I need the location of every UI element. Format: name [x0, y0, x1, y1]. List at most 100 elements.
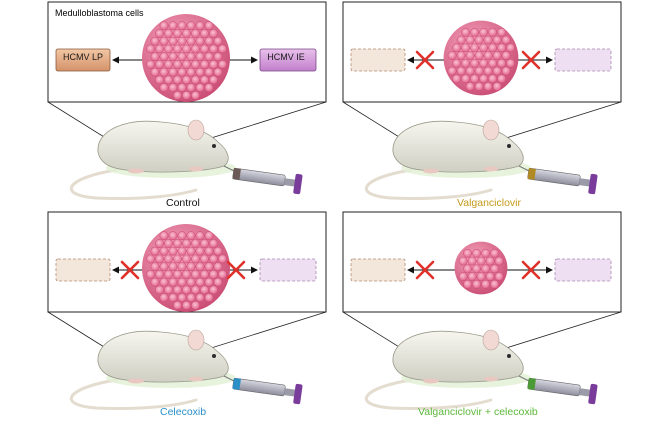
arrowhead-icon [546, 56, 553, 64]
tumor-cell [481, 279, 491, 289]
tumor-cell [186, 52, 196, 62]
tumor-cell [150, 52, 160, 62]
tumor-cell [159, 277, 169, 287]
arrowhead-icon [407, 266, 414, 274]
tumor-cell [490, 264, 500, 274]
tumor-cell [191, 59, 200, 69]
tumor-cell [463, 264, 473, 274]
tumor-cell [463, 248, 473, 258]
tumor-cell [501, 35, 511, 45]
tumor-cell [447, 66, 457, 76]
tumor-cell [146, 59, 155, 69]
tumor-cell [168, 83, 178, 93]
tumor-cell [497, 74, 507, 84]
tumor-cell [213, 67, 223, 77]
tumor-cell [465, 82, 475, 91]
tumor-cell [470, 58, 480, 68]
tumor-cell [191, 254, 200, 264]
syringe-plunger [588, 173, 598, 195]
tumor-cell [182, 75, 191, 85]
hcmv-ie-box [554, 258, 612, 282]
hcmv-ie-box [259, 48, 317, 72]
tumor-cell [168, 246, 178, 256]
syringe-band [232, 168, 241, 180]
tumor-cell [177, 36, 187, 46]
tumor-cell [155, 44, 164, 54]
tumor-cell [182, 90, 191, 100]
tumor-cell [173, 44, 182, 54]
mouse-foot [128, 168, 144, 174]
tumor-cell [182, 254, 191, 264]
syringe [223, 165, 303, 195]
tumor-cell [155, 59, 164, 69]
tumor-cell [506, 43, 516, 53]
tumor-cell [474, 82, 484, 91]
tumor-cell [182, 285, 191, 295]
tumor-cell [213, 36, 223, 46]
tumor-cell [177, 262, 187, 272]
syringe-band [527, 168, 536, 180]
tumor-cell [465, 35, 475, 45]
tumor-cell [186, 293, 196, 303]
mouse-ear [482, 119, 500, 141]
tumor-cell [182, 29, 191, 38]
tumor-cell [490, 248, 500, 258]
tumor-cell [213, 52, 223, 62]
tumor-cell [159, 246, 169, 256]
tumor-cell [204, 262, 214, 272]
tumor-cell [200, 254, 209, 264]
tumor-cell [492, 82, 502, 91]
tumor-cell [204, 21, 214, 31]
tumor-cell [155, 254, 164, 264]
tumor-cell [204, 52, 214, 62]
mouse-ear [187, 119, 205, 141]
syringe-needle [518, 165, 530, 172]
tumor-cell [177, 83, 187, 93]
tumor-cell [204, 231, 214, 241]
tumor-cell [177, 293, 187, 303]
tumor-cell [155, 269, 164, 279]
tumor-cell [476, 272, 486, 282]
treatment-label-celecoxib: Celecoxib [160, 406, 207, 418]
mouse-eye [212, 354, 216, 358]
tumor-cell [191, 269, 200, 279]
tumor-cell [472, 248, 482, 258]
syringe-plunger-rod [579, 388, 592, 397]
arrowhead-icon [251, 56, 258, 64]
syringe-needle [223, 165, 235, 172]
panel [47, 211, 327, 411]
tumor-cell [200, 285, 209, 295]
tumor-cell [483, 51, 493, 61]
tumor-cell [164, 59, 173, 69]
tumor-cell [186, 83, 196, 93]
hcmv-lp-box [55, 48, 111, 72]
tumor-cell [150, 277, 160, 287]
syringe-plunger-rod [284, 178, 297, 187]
tumor-cell [159, 67, 169, 77]
mouse-body [392, 120, 524, 173]
arrowhead-icon [251, 266, 258, 274]
tumor-cell [456, 35, 466, 45]
tumor-cell [470, 74, 480, 84]
tumor-cell [195, 246, 205, 256]
tumor-cell [209, 75, 218, 85]
mouse-foot [423, 378, 439, 384]
tumor-cell [213, 277, 223, 287]
tumor-cell [200, 239, 209, 248]
arrowhead-icon [407, 56, 414, 64]
tumor-cell [209, 254, 218, 264]
tumor-cell [159, 36, 169, 46]
tumor-cell [159, 52, 169, 62]
tumor-cell [209, 269, 218, 279]
inhibition-cross-icon [521, 260, 541, 280]
tumor-cell [481, 264, 491, 274]
mouse-foot [484, 166, 498, 172]
tumor-cell [155, 75, 164, 85]
treatment-label-valganciclovir: Valganciclovir [457, 197, 521, 209]
tumor-cell [213, 262, 223, 272]
syringe-plunger [293, 383, 303, 405]
tumor-cell [456, 51, 466, 61]
tumor-cell [209, 44, 218, 54]
mouse-eye [507, 354, 511, 358]
